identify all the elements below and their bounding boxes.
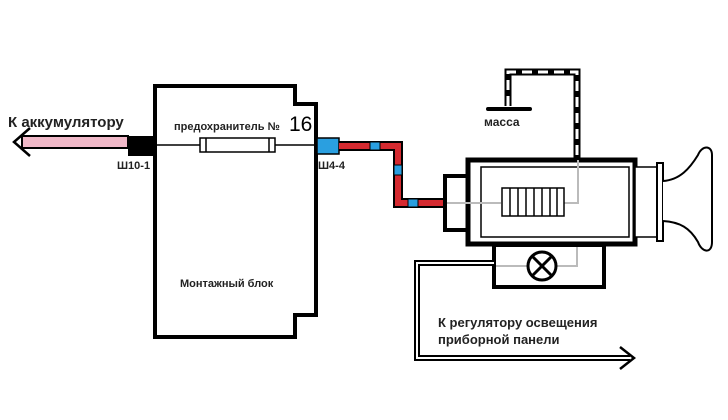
fuse-label: предохранитель № [174, 121, 280, 133]
mounting-block-label: Монтажный блок [180, 278, 274, 290]
battery-wire [12, 127, 129, 157]
regulator-label-line1: К регулятору освещения [438, 315, 598, 330]
ground-label: масса [484, 115, 520, 129]
ground-wire [486, 68, 581, 158]
connector-sh10-1-label: Ш10-1 [117, 160, 151, 172]
indicator-lamp-box [492, 243, 606, 289]
connector-sh10-1 [128, 136, 154, 156]
headlight-unit [443, 146, 713, 252]
regulator-wire [414, 260, 637, 370]
fuse-number: 16 [289, 113, 313, 136]
red-wire [339, 141, 447, 208]
battery-label: К аккумулятору [8, 114, 124, 131]
fuse-16 [199, 137, 276, 153]
regulator-label-line2: приборной панели [438, 332, 560, 347]
connector-sh4-4-label: Ш4-4 [318, 160, 345, 172]
connector-sh4-4 [316, 137, 340, 155]
